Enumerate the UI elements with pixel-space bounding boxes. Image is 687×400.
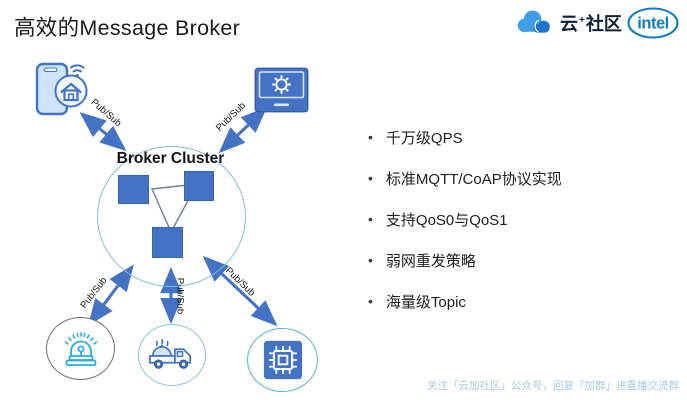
page-title: 高效的Message Broker	[14, 16, 241, 40]
smartphone-home-icon	[35, 62, 88, 116]
bullet-marker: •	[368, 252, 373, 268]
pubsub-label-bottom-left: Pub/Sub	[78, 275, 110, 311]
feature-item: • 标准MQTT/CoAP协议实现	[368, 168, 678, 188]
truck-device-circle	[138, 324, 206, 386]
feature-text: 弱网重发策略	[385, 252, 476, 270]
feature-text: 标准MQTT/CoAP协议实现	[385, 170, 562, 188]
feature-item: • 千万级QPS	[368, 127, 678, 147]
chip-device-circle	[247, 328, 318, 392]
community-logo-text: 云+社区	[560, 10, 622, 36]
bullet-marker: •	[368, 293, 373, 309]
siren-icon	[64, 331, 97, 366]
feature-text: 支持QoS0与QoS1	[385, 211, 508, 229]
broker-node-square	[118, 175, 149, 204]
community-prefix: 云	[560, 14, 578, 34]
monitor-gear-icon	[254, 67, 309, 113]
food-truck-icon	[149, 338, 192, 369]
community-suffix: 社区	[585, 14, 622, 34]
bullet-marker: •	[368, 211, 373, 227]
broker-node-square	[152, 227, 183, 258]
bullet-marker: •	[368, 170, 373, 186]
cloud-community-logo-icon	[517, 10, 550, 33]
pubsub-label-bottom-right: Pub/Sub	[223, 265, 257, 299]
bullet-marker: •	[368, 129, 373, 145]
cpu-chip-icon	[263, 340, 302, 380]
feature-item: • 支持QoS0与QoS1	[368, 209, 678, 229]
pubsub-label-top-right: Pub/Sub	[214, 100, 248, 134]
intel-logo-icon: intel	[627, 7, 679, 39]
intel-logo-label: intel	[637, 15, 668, 33]
alarm-device-circle	[46, 317, 115, 380]
feature-item: • 弱网重发策略	[368, 250, 678, 270]
community-plus: +	[579, 15, 585, 26]
feature-text: 千万级QPS	[385, 129, 463, 147]
broker-node-square	[184, 171, 214, 201]
gear-icon	[272, 75, 291, 94]
feature-list: • 千万级QPS • 标准MQTT/CoAP协议实现 • 支持QoS0与QoS1 • 弱…	[368, 127, 678, 332]
feature-item: • 海量级Topic	[368, 291, 678, 311]
footer-note: 关注「云加社区」公众号，回复「加群」进直播交流群	[427, 380, 679, 392]
feature-text: 海量级Topic	[385, 293, 466, 311]
broker-cluster-label: Broker Cluster	[116, 150, 225, 167]
broker-cluster-circle	[97, 146, 246, 287]
